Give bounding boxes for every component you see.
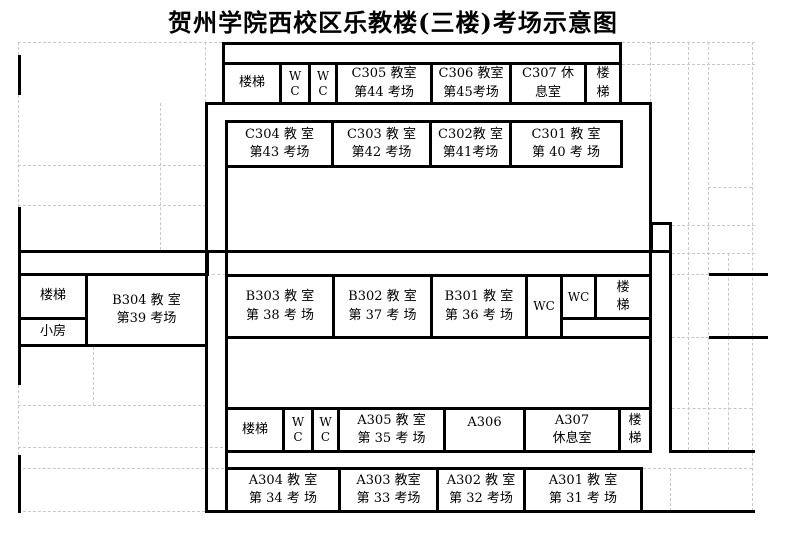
grid-line <box>18 42 19 55</box>
room-c304: C304 教 室 第43 考场 <box>225 120 334 168</box>
room-b301: B301 教 室 第 36 考 场 <box>430 274 528 339</box>
room-b302: B302 教 室 第 37 考 场 <box>332 274 433 339</box>
wall-west-segment <box>18 207 21 253</box>
grid-line <box>18 468 224 469</box>
wall-bridge-top <box>709 273 768 276</box>
room-b304: B304 教 室 第39 考场 <box>85 273 208 347</box>
wall-west-segment <box>18 455 21 513</box>
room-a306: A306 <box>443 407 526 453</box>
wall-corridor-right <box>225 165 228 253</box>
grid-line <box>18 165 206 166</box>
wall-corridor-left <box>205 250 208 513</box>
corridor-middle <box>225 250 652 277</box>
grid-line <box>18 405 206 406</box>
grid-line <box>18 385 19 455</box>
room-wc-a-1: W C <box>282 407 314 453</box>
wall-corridor-right <box>225 450 228 470</box>
grid-line <box>708 42 709 450</box>
grid-line <box>650 42 651 102</box>
room-c303: C303 教 室 第42 考场 <box>331 120 432 168</box>
grid-line <box>18 205 206 206</box>
room-wc-top-1: W C <box>279 62 311 105</box>
page-title: 贺州学院西校区乐教楼(三楼)考场示意图 <box>168 8 618 37</box>
grid-line <box>672 225 755 226</box>
room-wc-b-small: WC <box>560 274 597 320</box>
room-a301: A301 教 室 第 31 考 场 <box>523 467 643 513</box>
room-c301: C301 教 室 第 40 考 场 <box>509 120 623 168</box>
wall-west-segment <box>18 55 21 95</box>
room-stair-west: 楼梯 <box>18 273 88 320</box>
grid-line <box>708 187 752 188</box>
room-stair-a-right: 楼 梯 <box>618 407 652 453</box>
room-stair-top-right: 楼 梯 <box>584 62 622 105</box>
room-wc-top-2: W C <box>308 62 338 105</box>
grid-line <box>672 337 709 338</box>
room-small-room: 小房 <box>18 317 88 347</box>
grid-line <box>728 253 729 450</box>
room-a307: A307 休息室 <box>523 407 621 453</box>
room-a303: A303 教室 第 33 考场 <box>338 467 439 513</box>
wall-southeast <box>669 450 755 453</box>
room-stair-a-left: 楼梯 <box>225 407 285 453</box>
grid-line <box>672 253 755 254</box>
grid-line <box>18 95 19 207</box>
wall-east <box>669 250 672 453</box>
room-wc-a-2: W C <box>311 407 340 453</box>
alcove-b-row <box>560 317 652 339</box>
grid-line <box>672 274 709 275</box>
grid-line <box>18 447 228 448</box>
room-c302: C302教 室 第41考场 <box>429 120 512 168</box>
room-wc-b-big: WC <box>525 274 563 339</box>
wall-bridge-bottom <box>709 336 768 339</box>
room-stair-top-left: 楼梯 <box>222 62 282 105</box>
room-c305: C305 教室 第44 考场 <box>335 62 433 105</box>
room-a302: A302 教 室 第 32 考场 <box>436 467 526 513</box>
grid-line <box>752 42 753 511</box>
grid-line <box>160 103 161 250</box>
grid-line <box>670 468 671 511</box>
alcove-right <box>650 222 672 253</box>
grid-line <box>205 42 206 102</box>
room-c307: C307 休 息室 <box>509 62 587 105</box>
grid-line <box>688 42 689 450</box>
room-c306: C306 教室 第45考场 <box>430 62 512 105</box>
grid-line <box>672 408 752 409</box>
wall-west-segment <box>18 345 21 385</box>
grid-line <box>18 42 222 43</box>
room-b303: B303 教 室 第 38 考 场 <box>225 274 335 339</box>
room-a304: A304 教 室 第 34 考 场 <box>225 467 341 513</box>
grid-line <box>93 347 94 405</box>
room-stair-b-right: 楼 梯 <box>594 274 652 320</box>
grid-line <box>206 274 226 275</box>
grid-line <box>18 511 205 512</box>
grid-line <box>643 468 752 469</box>
room-a305: A305 教 室 第 35 考 场 <box>337 407 446 453</box>
